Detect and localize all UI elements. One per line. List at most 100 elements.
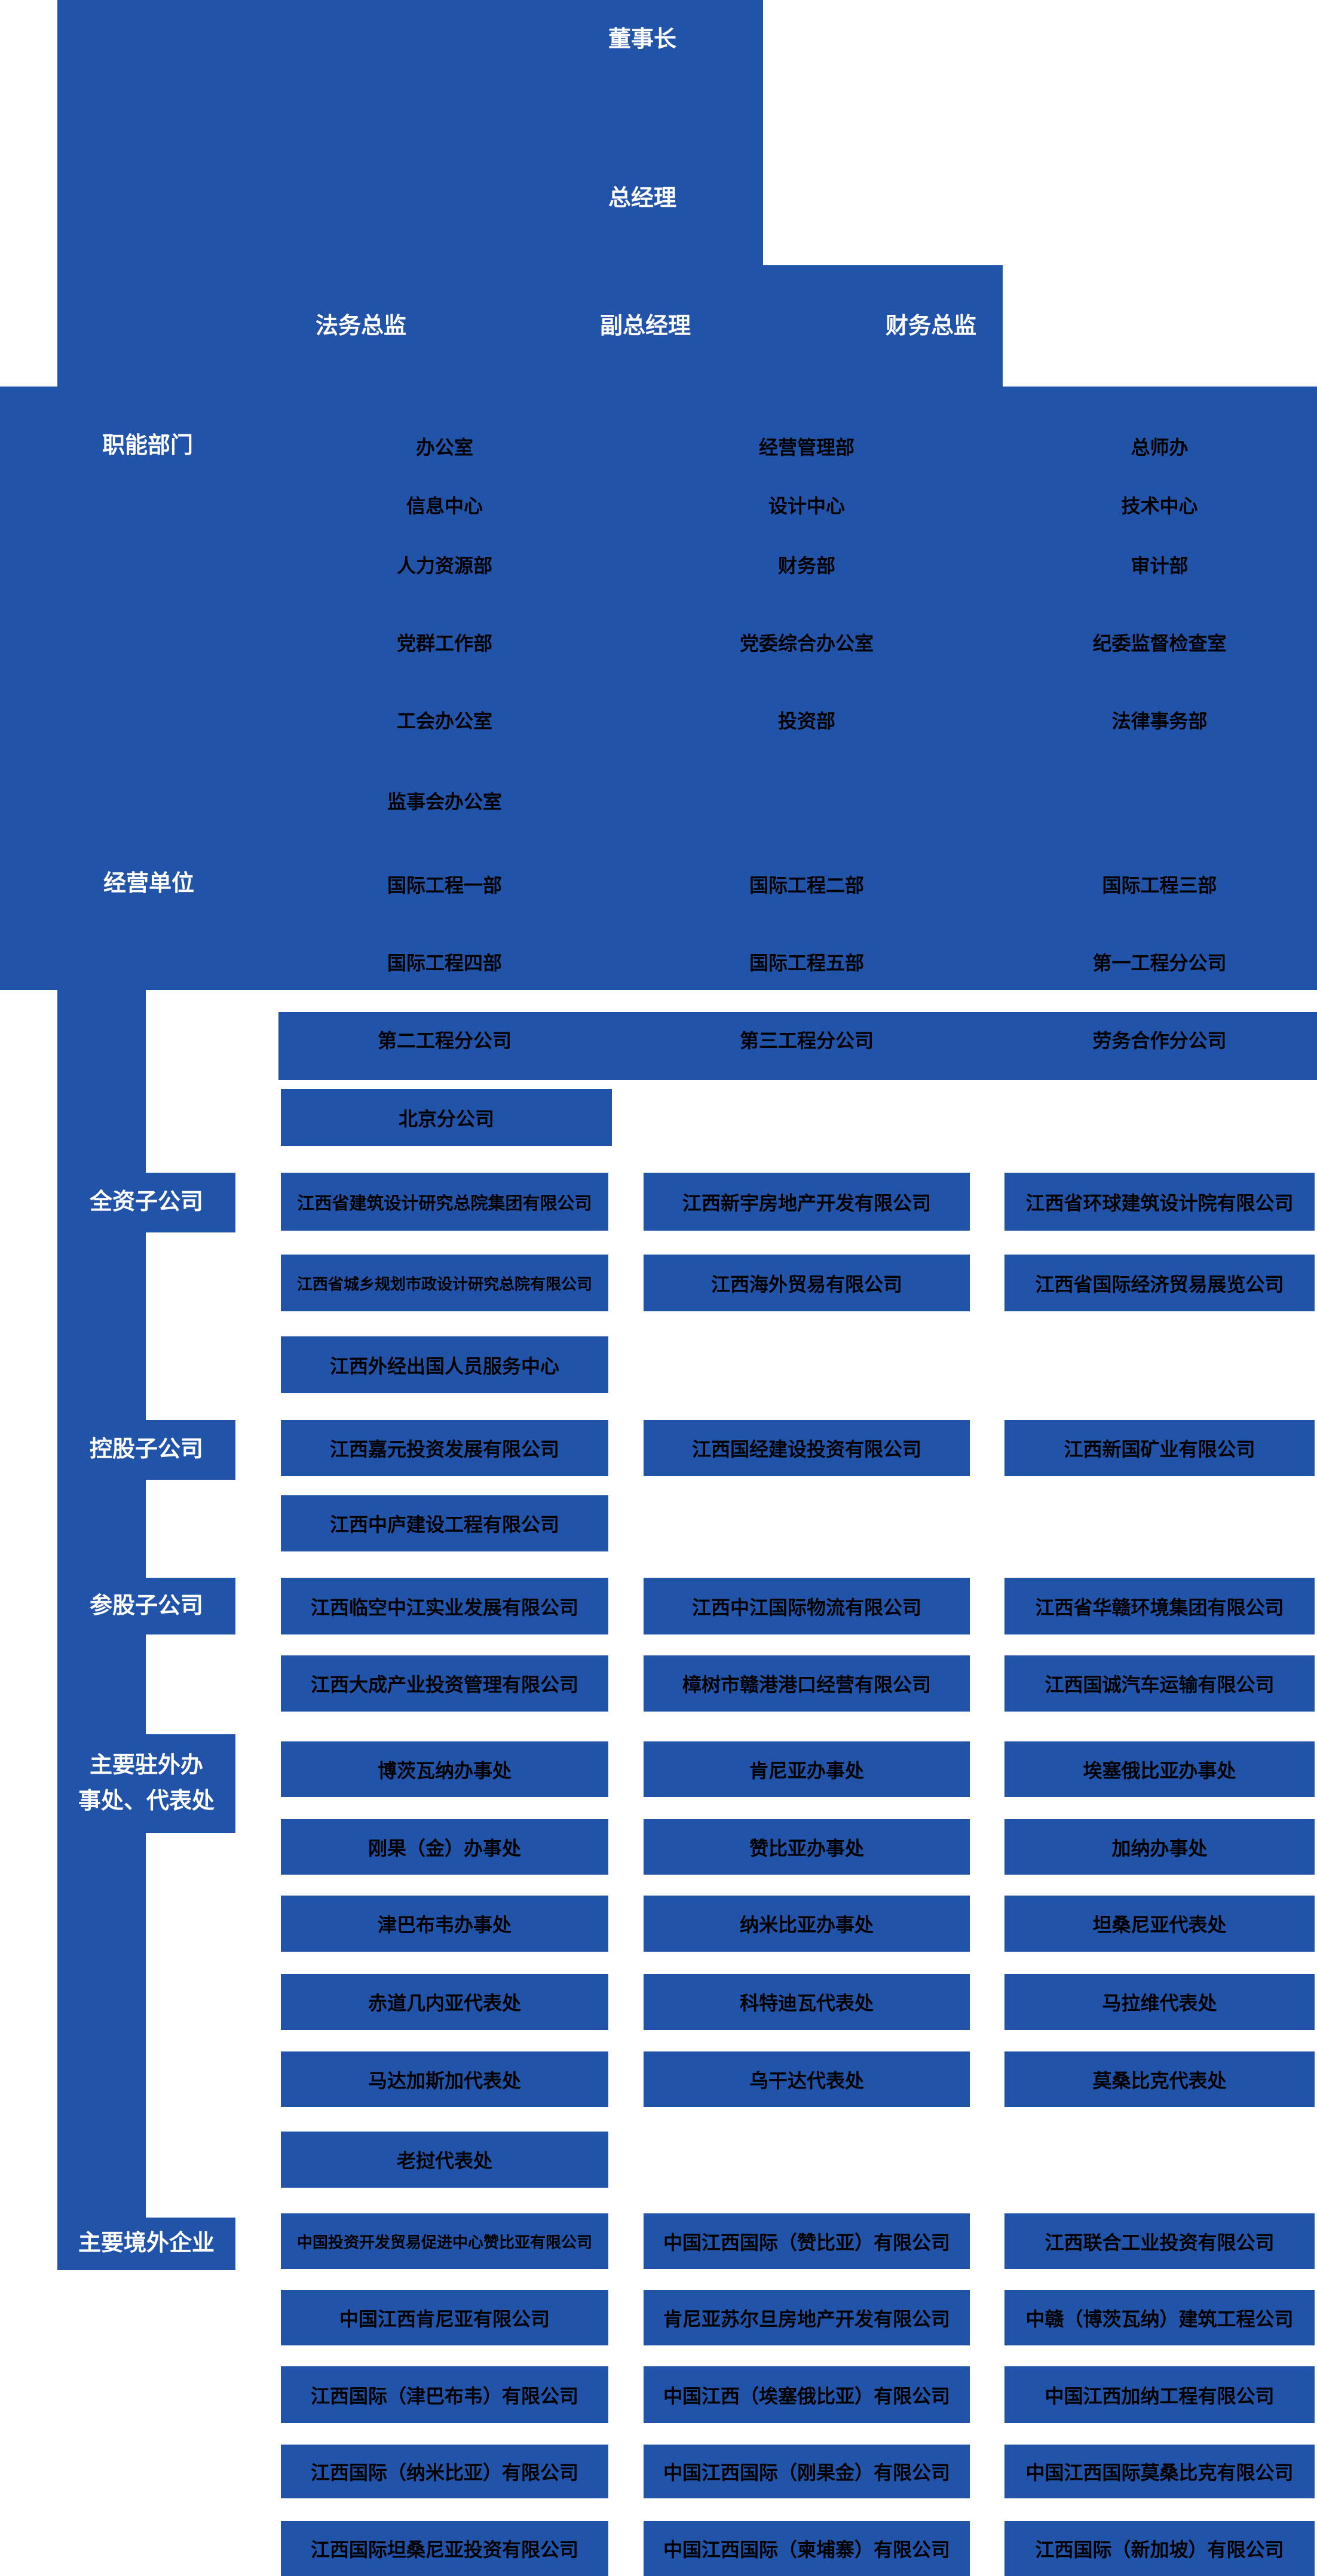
org-node-box-overseas-offices-r4-c2 xyxy=(1004,2051,1315,2107)
section-label-wholly-owned: 全资子公司 xyxy=(89,1189,204,1215)
org-node-box-minority-r0-c2 xyxy=(1004,1578,1315,1634)
org-node-wholly-owned-r0-c1: 江西新宇房地产开发有限公司 xyxy=(682,1192,932,1214)
org-node-functional-r1-c0: 信息中心 xyxy=(406,495,483,517)
org-node-box-overseas-offices-r1-c1 xyxy=(644,1819,970,1875)
org-node-overseas-offices-r3-c2: 马拉维代表处 xyxy=(1102,1992,1217,2014)
org-node-overseas-offices-r3-c0: 赤道几内亚代表处 xyxy=(367,1992,522,2014)
org-node-box-holding-r0-c1 xyxy=(644,1420,970,1476)
org-node-box-wholly-owned-r1-c0 xyxy=(281,1255,608,1311)
org-node-box-overseas-offices-r0-c1 xyxy=(644,1741,970,1797)
org-node-minority-r1-c2: 江西国诚汽车运输有限公司 xyxy=(1045,1674,1275,1695)
org-node-box-overseas-enterprises-r3-c0 xyxy=(281,2445,608,2498)
section-label-box-overseas-offices xyxy=(57,1734,235,1833)
org-node-box-overseas-enterprises-r0-c2 xyxy=(1004,2213,1315,2269)
org-node-business-r1-c1: 国际工程五部 xyxy=(749,952,865,974)
org-node-overseas-enterprises-r3-c1: 中国江西国际（刚果金）有限公司 xyxy=(663,2462,951,2483)
org-node-functional-r2-c0: 人力资源部 xyxy=(396,555,493,576)
org-node-box-overseas-offices-r4-c0 xyxy=(281,2051,608,2107)
org-node-business-r3-c0: 北京分公司 xyxy=(398,1108,495,1130)
org-node-box-overseas-enterprises-r0-c1 xyxy=(644,2213,970,2269)
org-node-business-r1-c0: 国际工程四部 xyxy=(387,952,503,974)
org-node-box-minority-r1-c0 xyxy=(281,1655,608,1712)
org-node-box-wholly-owned-r1-c2 xyxy=(1004,1255,1315,1311)
org-node-overseas-enterprises-r4-c0: 江西国际坦桑尼亚投资有限公司 xyxy=(310,2539,579,2560)
org-node-functional-r0-c1: 经营管理部 xyxy=(758,437,855,458)
section-label-overseas-enterprises: 主要境外企业 xyxy=(78,2231,215,2256)
org-node-overseas-offices-r5-c0: 老挝代表处 xyxy=(396,2150,493,2172)
org-node-overseas-enterprises-r1-c2: 中赣（博茨瓦纳）建筑工程公司 xyxy=(1025,2308,1294,2330)
section-label-business: 经营单位 xyxy=(103,871,195,897)
org-node-box-overseas-offices-r1-c0 xyxy=(281,1819,608,1875)
org-node-functional-r4-c2: 法律事务部 xyxy=(1111,710,1208,732)
org-node-box-wholly-owned-r2-c0 xyxy=(281,1336,608,1393)
org-node-overseas-offices-r4-c2: 莫桑比克代表处 xyxy=(1092,2069,1227,2092)
org-node-box-holding-r0-c2 xyxy=(1004,1420,1315,1476)
org-node-overseas-enterprises-r2-c2: 中国江西加纳工程有限公司 xyxy=(1045,2385,1275,2407)
org-node-business-r2-c1: 第三工程分公司 xyxy=(739,1030,874,1051)
org-node-functional-r4-c0: 工会办公室 xyxy=(396,710,493,732)
org-node-overseas-offices-r1-c0: 刚果（金）办事处 xyxy=(367,1837,522,1859)
org-node-overseas-offices-r4-c0: 马达加斯加代表处 xyxy=(367,2069,522,2092)
org-node-box-overseas-enterprises-r3-c2 xyxy=(1004,2445,1315,2498)
org-node-business-r0-c0: 国际工程一部 xyxy=(387,875,503,896)
org-node-box-wholly-owned-r1-c1 xyxy=(644,1255,970,1311)
org-node-minority-r0-c0: 江西临空中江实业发展有限公司 xyxy=(310,1596,579,1618)
org-node-functional-r5-c0: 监事会办公室 xyxy=(387,791,503,812)
org-node-overseas-enterprises-r1-c1: 肯尼亚苏尔旦房地产开发有限公司 xyxy=(663,2308,951,2330)
org-node-box-minority-r0-c1 xyxy=(644,1578,970,1634)
org-node-box-overseas-offices-r3-c0 xyxy=(281,1974,608,2030)
org-node-functional-r2-c1: 财务部 xyxy=(777,555,836,576)
org-node-box-overseas-offices-r0-c2 xyxy=(1004,1741,1315,1797)
org-node-box-wholly-owned-r0-c2 xyxy=(1004,1173,1315,1231)
org-node-box-overseas-offices-r2-c2 xyxy=(1004,1896,1315,1952)
section-label-box-overseas-enterprises xyxy=(57,2218,235,2270)
org-node-wholly-owned-r1-c2: 江西省国际经济贸易展览公司 xyxy=(1035,1273,1284,1295)
section-label-box-holding xyxy=(57,1420,235,1480)
section-label-box-wholly-owned xyxy=(57,1173,235,1232)
org-node-box-business-r3 xyxy=(281,1089,612,1146)
org-node-wholly-owned-r2-c0: 江西外经出国人员服务中心 xyxy=(329,1355,560,1377)
org-node-box-overseas-offices-r3-c1 xyxy=(644,1974,970,2030)
org-node-functional-r1-c1: 设计中心 xyxy=(768,495,846,517)
org-node-box-overseas-offices-r5-c0 xyxy=(281,2132,608,2188)
node-legal-director: 法务总监 xyxy=(315,314,407,339)
node-deputy-general-manager: 副总经理 xyxy=(599,314,691,339)
org-node-functional-r3-c0: 党群工作部 xyxy=(396,633,493,654)
org-node-overseas-enterprises-r4-c1: 中国江西国际（柬埔寨）有限公司 xyxy=(663,2539,951,2560)
org-node-functional-r4-c1: 投资部 xyxy=(777,710,836,732)
org-node-box-minority-r1-c1 xyxy=(644,1655,970,1712)
org-node-functional-r0-c0: 办公室 xyxy=(415,437,474,458)
org-node-box-overseas-offices-r4-c1 xyxy=(644,2051,970,2107)
org-node-box-overseas-offices-r0-c0 xyxy=(281,1741,608,1797)
org-node-minority-r1-c0: 江西大成产业投资管理有限公司 xyxy=(310,1674,579,1695)
org-node-wholly-owned-r0-c2: 江西省环球建筑设计院有限公司 xyxy=(1025,1192,1294,1214)
org-node-overseas-enterprises-r4-c2: 江西国际（新加坡）有限公司 xyxy=(1035,2539,1284,2560)
org-node-overseas-enterprises-r3-c0: 江西国际（纳米比亚）有限公司 xyxy=(310,2462,579,2483)
org-node-box-holding-r1-c0 xyxy=(281,1495,608,1551)
org-node-box-overseas-enterprises-r4-c2 xyxy=(1004,2521,1315,2576)
org-node-box-minority-r1-c2 xyxy=(1004,1655,1315,1712)
org-node-box-overseas-enterprises-r4-c1 xyxy=(644,2521,970,2576)
org-node-minority-r0-c2: 江西省华赣环境集团有限公司 xyxy=(1035,1596,1284,1618)
org-node-overseas-enterprises-r1-c0: 中国江西肯尼亚有限公司 xyxy=(339,2308,550,2330)
node-finance-director: 财务总监 xyxy=(885,314,977,339)
org-node-box-overseas-enterprises-r2-c0 xyxy=(281,2366,608,2423)
org-node-box-overseas-enterprises-r0-c0 xyxy=(281,2213,608,2269)
section-label-functional: 职能部门 xyxy=(102,433,194,459)
org-node-overseas-offices-r2-c2: 坦桑尼亚代表处 xyxy=(1092,1914,1227,1936)
org-node-box-overseas-enterprises-r3-c1 xyxy=(644,2445,970,2498)
org-node-holding-r1-c0: 江西中庐建设工程有限公司 xyxy=(329,1514,560,1535)
org-node-business-r2-c0: 第二工程分公司 xyxy=(377,1030,512,1051)
org-node-box-overseas-enterprises-r2-c1 xyxy=(644,2366,970,2423)
org-node-overseas-offices-r1-c1: 赞比亚办事处 xyxy=(749,1837,865,1859)
org-node-business-r0-c1: 国际工程二部 xyxy=(749,875,865,896)
org-node-overseas-offices-r0-c2: 埃塞俄比亚办事处 xyxy=(1083,1759,1236,1781)
org-node-box-overseas-enterprises-r4-c0 xyxy=(281,2521,608,2576)
org-node-functional-r3-c1: 党委综合办公室 xyxy=(739,633,874,654)
org-node-overseas-enterprises-r0-c0: 中国投资开发贸易促进中心赞比亚有限公司 xyxy=(296,2233,593,2251)
panel-top xyxy=(57,0,763,265)
org-node-holding-r0-c0: 江西嘉元投资发展有限公司 xyxy=(329,1439,560,1460)
panel-directors xyxy=(57,265,1003,387)
org-node-wholly-owned-r1-c1: 江西海外贸易有限公司 xyxy=(710,1273,903,1295)
org-node-business-r2-c2: 劳务合作分公司 xyxy=(1092,1030,1227,1051)
